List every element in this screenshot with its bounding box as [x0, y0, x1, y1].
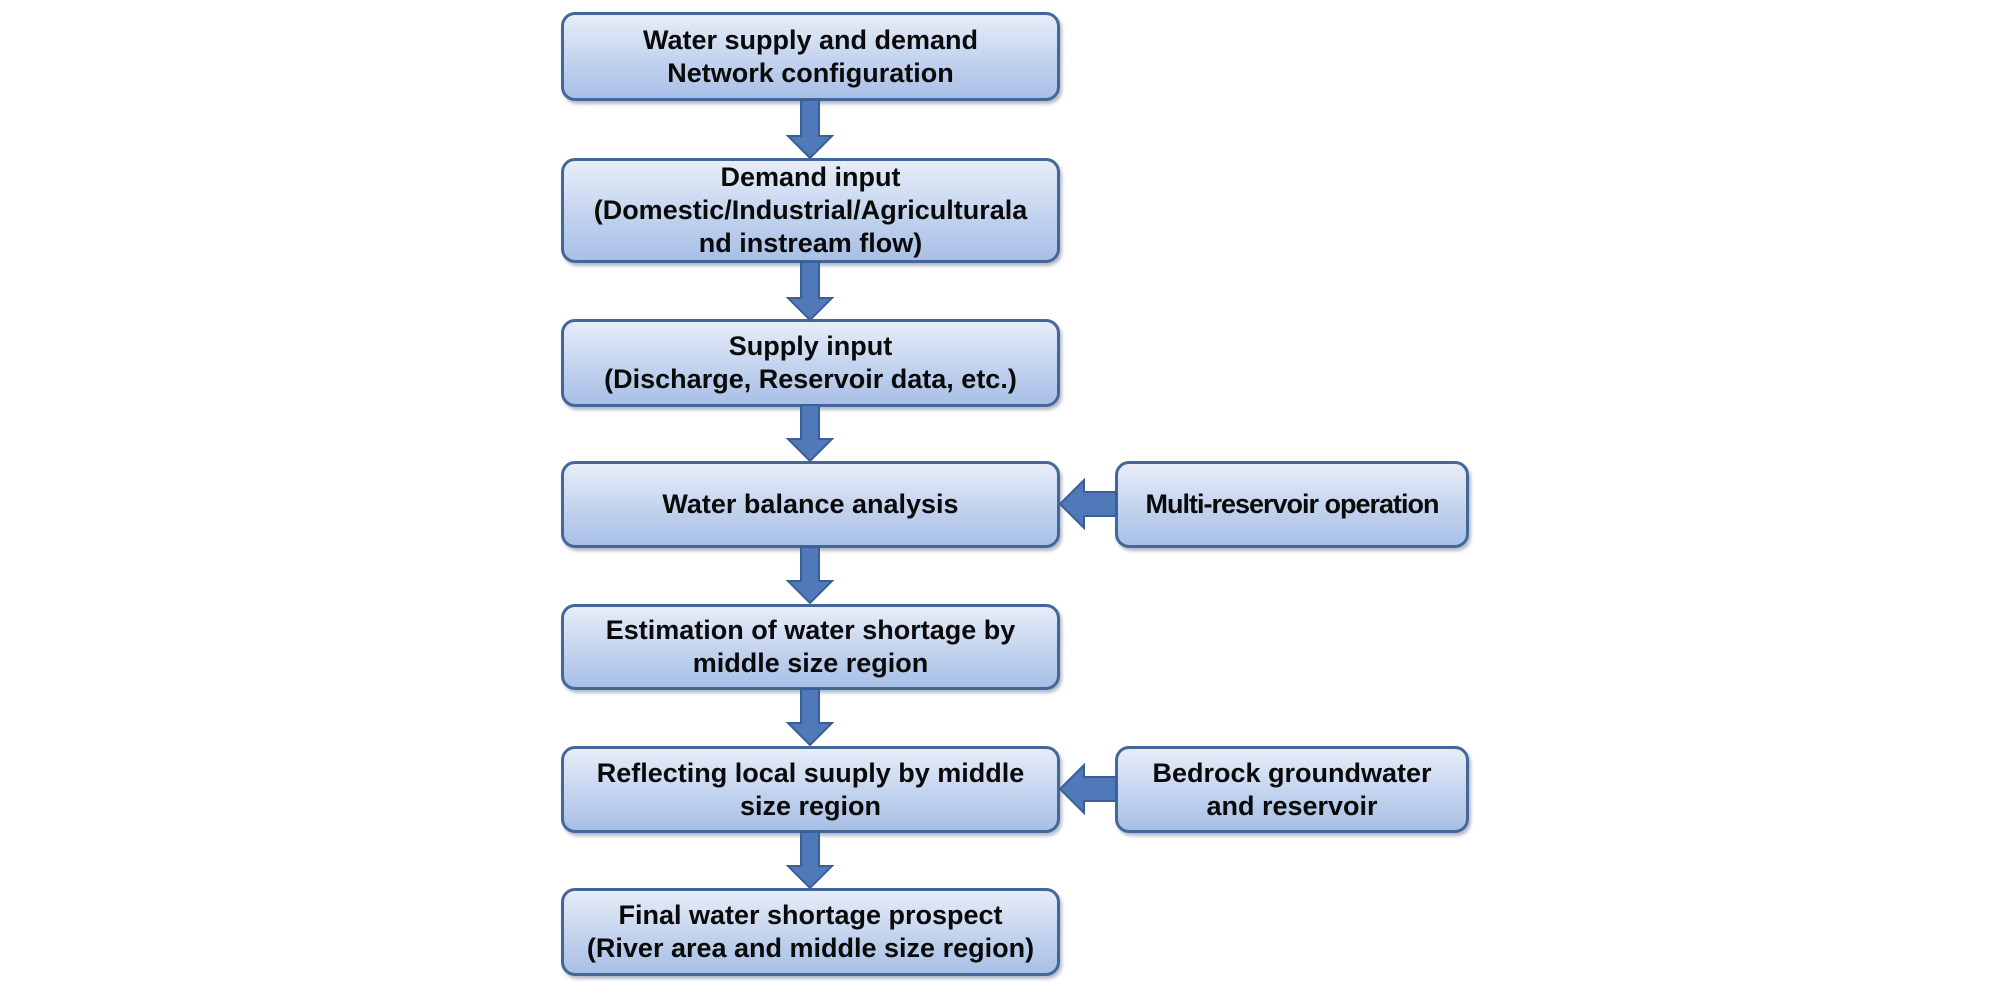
arrow-down-4 [785, 546, 835, 605]
step-text: (Domestic/Industrial/Agriculturala [593, 195, 1028, 225]
step-text: Supply input [728, 331, 893, 361]
step-water-balance-analysis: Water balance analysis [561, 461, 1060, 548]
side-text: Bedrock groundwater [1152, 757, 1432, 788]
step-estimation-of-water-shortage: Estimation of water shortage by middle s… [561, 604, 1060, 690]
step-reflecting-local-supply: Reflecting local suuply by middle size r… [561, 746, 1060, 833]
arrow-left-multi-reservoir [1058, 477, 1117, 531]
step-text: (River area and middle size region) [586, 933, 1035, 963]
step-text: Estimation of water shortage by [605, 615, 1016, 645]
side-bedrock-groundwater: Bedrock groundwater and reservoir [1115, 746, 1469, 833]
step-demand-input: Demand input (Domestic/Industrial/Agricu… [561, 158, 1060, 263]
step-text: Network configuration [667, 57, 954, 88]
step-text: Water balance analysis [662, 489, 959, 519]
step-text: nd instream flow) [698, 228, 923, 258]
arrow-down-1 [785, 99, 835, 160]
step-text: Reflecting local suuply by middle [596, 757, 1025, 788]
side-text: Multi-reservoir operation [1145, 489, 1439, 519]
step-text: (Discharge, Reservoir data, etc.) [604, 364, 1017, 394]
step-text: size region [739, 790, 882, 821]
step-text: Water supply and demand [642, 24, 979, 55]
step-text: middle size region [692, 648, 929, 678]
arrow-down-3 [785, 404, 835, 463]
step-final-water-shortage-prospect: Final water shortage prospect (River are… [561, 888, 1060, 976]
step-supply-input: Supply input (Discharge, Reservoir data,… [561, 319, 1060, 407]
arrow-down-6 [785, 831, 835, 890]
side-multi-reservoir-operation: Multi-reservoir operation [1115, 461, 1469, 548]
step-network-configuration: Water supply and demand Network configur… [561, 12, 1060, 101]
step-text: Final water shortage prospect [618, 900, 1003, 930]
arrow-left-bedrock [1058, 762, 1117, 816]
side-text: and reservoir [1206, 790, 1378, 821]
arrow-down-2 [785, 261, 835, 322]
step-text: Demand input [720, 162, 901, 192]
arrow-down-5 [785, 688, 835, 747]
